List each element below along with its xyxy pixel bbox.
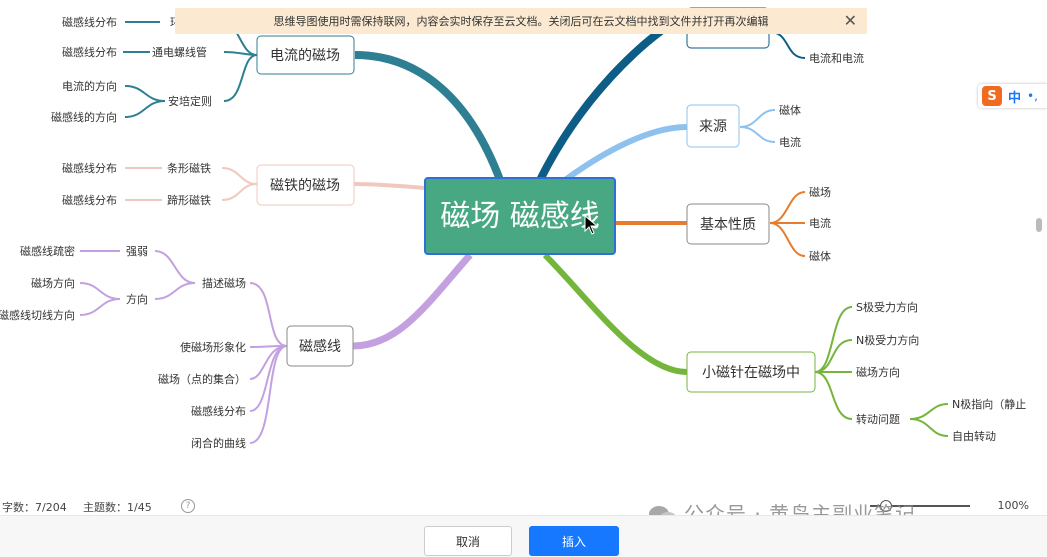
- scrollbar-thumb[interactable]: [1036, 218, 1042, 232]
- node-current-field-label: 电流的磁场: [270, 48, 340, 64]
- node-current-field[interactable]: [256, 35, 355, 75]
- word-count: 字数：7/204: [2, 501, 67, 514]
- node-property[interactable]: [686, 203, 770, 245]
- cancel-button[interactable]: 取消: [424, 526, 512, 556]
- source-links: [739, 109, 776, 143]
- current-field-leaf-3[interactable]: 电流的方向: [62, 79, 117, 93]
- node-property-label: 基本性质: [700, 216, 756, 233]
- field-lines-leaf-2[interactable]: 磁场方向: [31, 276, 75, 290]
- sogou-logo-icon: S: [982, 86, 1002, 106]
- magnet-field-leaf-1[interactable]: 磁感线分布: [62, 161, 117, 175]
- field-lines-child-1[interactable]: 描述磁场: [202, 276, 246, 290]
- notice-text: 思维导图使用时需保持联网，内容会实时保存至云文档。关闭后可在云文档中找到文件并打…: [273, 15, 769, 28]
- node-magnet-field-label: 磁铁的磁场: [270, 178, 340, 194]
- field-lines-child-2[interactable]: 使磁场形象化: [180, 340, 246, 354]
- online-notice-bar: 思维导图使用时需保持联网，内容会实时保存至云文档。关闭后可在云文档中找到文件并打…: [175, 8, 867, 34]
- needle-child-4[interactable]: 转动问题: [856, 412, 900, 426]
- field-lines-child-5[interactable]: 闭合的曲线: [191, 436, 246, 450]
- current-field-leaf-2[interactable]: 磁感线分布: [62, 45, 117, 59]
- ime-mode-label[interactable]: 中: [1008, 90, 1022, 106]
- branch-top-right: [536, 8, 692, 182]
- magnet-field-leaf-2[interactable]: 磁感线分布: [62, 193, 117, 207]
- source-child-1[interactable]: 磁体: [779, 103, 801, 117]
- node-needle-label: 小磁针在磁场中: [702, 365, 800, 381]
- central-node[interactable]: [424, 177, 616, 255]
- node-field-lines[interactable]: [286, 325, 354, 367]
- wechat-icon: [649, 505, 676, 515]
- node-source[interactable]: [686, 104, 740, 148]
- zoom-level: 100%: [997, 499, 1029, 512]
- watermark: 公众号 · 黄岛主副业笔记: [648, 498, 916, 515]
- node-source-label: 来源: [699, 119, 727, 135]
- node-needle[interactable]: [686, 351, 816, 393]
- current-field-child-3[interactable]: 安培定则: [168, 94, 212, 108]
- mindmap-svg: 磁场 磁感线 电流的磁场 磁铁的磁场 磁感线 来源 基本性质 小磁针在磁场中 环…: [0, 7, 1026, 450]
- ime-punctuation-label[interactable]: •,: [1027, 89, 1038, 103]
- current-field-child-2[interactable]: 通电螺线管: [152, 45, 207, 59]
- field-lines-child-3[interactable]: 磁场（点的集合）: [158, 372, 246, 386]
- magnet-field-child-2[interactable]: 蹄形磁铁: [167, 193, 211, 207]
- zoom-slider-handle[interactable]: [880, 500, 892, 512]
- insert-button[interactable]: 插入: [529, 526, 619, 556]
- close-icon[interactable]: ✕: [843, 11, 857, 30]
- field-lines-leaf-1[interactable]: 磁感线疏密: [20, 244, 75, 258]
- status-bar: 字数：7/204 主题数：1/45 ? 100%: [0, 495, 1047, 515]
- help-icon[interactable]: ?: [181, 499, 195, 513]
- field-lines-sub-2[interactable]: 方向: [126, 292, 148, 306]
- needle-links: [814, 306, 949, 437]
- property-child-1[interactable]: 磁场: [809, 185, 831, 199]
- branch-current-field: [354, 51, 504, 182]
- needle-child-3[interactable]: 磁场方向: [856, 365, 900, 379]
- node-magnet-field[interactable]: [256, 164, 355, 206]
- branch-source: [563, 124, 688, 183]
- current-field-leaf-1[interactable]: 磁感线分布: [62, 15, 117, 29]
- current-field-links: [123, 21, 258, 118]
- property-links: [769, 191, 806, 257]
- field-lines-links: [79, 250, 288, 444]
- field-lines-sub-1[interactable]: 强弱: [126, 245, 148, 258]
- topic-count: 主题数：1/45: [83, 501, 152, 514]
- dialog-footer: 取消 插入: [0, 515, 1047, 557]
- needle-leaf-1[interactable]: N极指向（静止: [952, 397, 1026, 411]
- watermark-text: 公众号 · 黄岛主副业笔记: [684, 502, 917, 515]
- property-child-2[interactable]: 电流: [809, 216, 831, 230]
- zoom-slider[interactable]: [870, 505, 970, 507]
- current-field-leaf-4[interactable]: 磁感线的方向: [51, 110, 117, 124]
- needle-child-2[interactable]: N极受力方向: [856, 333, 919, 347]
- magnet-field-child-1[interactable]: 条形磁铁: [167, 161, 211, 175]
- source-child-2[interactable]: 电流: [779, 135, 801, 149]
- mouse-cursor-icon: [584, 214, 599, 235]
- field-lines-leaf-3[interactable]: 磁感线切线方向: [0, 308, 75, 322]
- branch-field-lines: [352, 252, 473, 350]
- top-right-leaf[interactable]: 电流和电流: [809, 51, 864, 65]
- magnet-field-links: [125, 167, 258, 201]
- branch-magnet-field: [353, 182, 426, 190]
- needle-leaf-2[interactable]: 自由转动: [952, 429, 996, 443]
- field-lines-child-4[interactable]: 磁感线分布: [191, 404, 246, 418]
- needle-child-1[interactable]: S极受力方向: [856, 300, 918, 314]
- branch-needle: [542, 252, 688, 375]
- central-node-label: 磁场 磁感线: [440, 199, 600, 234]
- property-child-3[interactable]: 磁体: [809, 249, 831, 263]
- node-field-lines-label: 磁感线: [299, 338, 341, 355]
- mindmap-canvas[interactable]: 磁场 磁感线 电流的磁场 磁铁的磁场 磁感线 来源 基本性质 小磁针在磁场中 环…: [0, 0, 1047, 515]
- ime-toolbar[interactable]: S 中 •,: [978, 84, 1047, 108]
